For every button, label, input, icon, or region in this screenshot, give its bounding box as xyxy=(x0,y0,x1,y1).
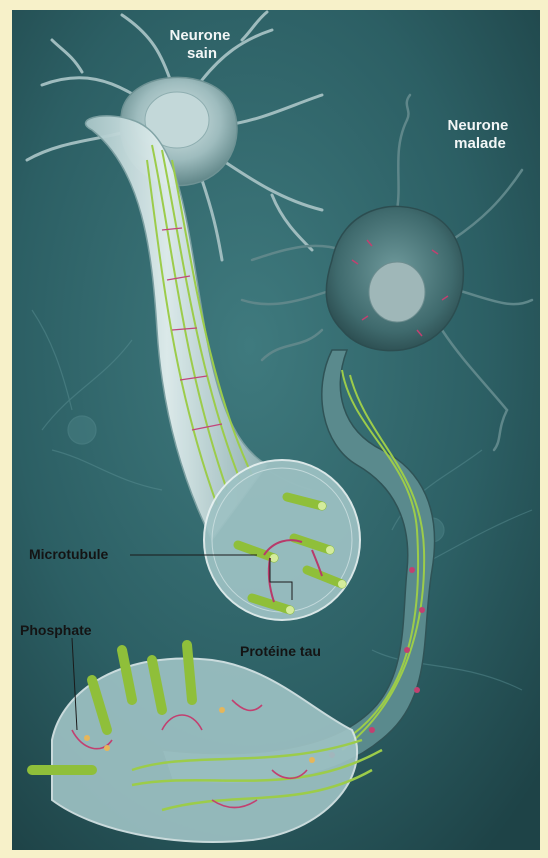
diseased-neuron-nucleus xyxy=(369,262,425,322)
tau-protein-label: Protéine tau xyxy=(240,643,321,659)
microtubule-label: Microtubule xyxy=(29,546,109,562)
diseased-neuron-label: Neurone malade xyxy=(447,117,512,152)
neuron-illustration: Neurone sain Neurone malade Microtubule … xyxy=(12,10,540,850)
diagram-frame: Neurone sain Neurone malade Microtubule … xyxy=(12,10,540,850)
phosphate-label: Phosphate xyxy=(20,622,92,638)
magnified-view xyxy=(204,460,360,620)
